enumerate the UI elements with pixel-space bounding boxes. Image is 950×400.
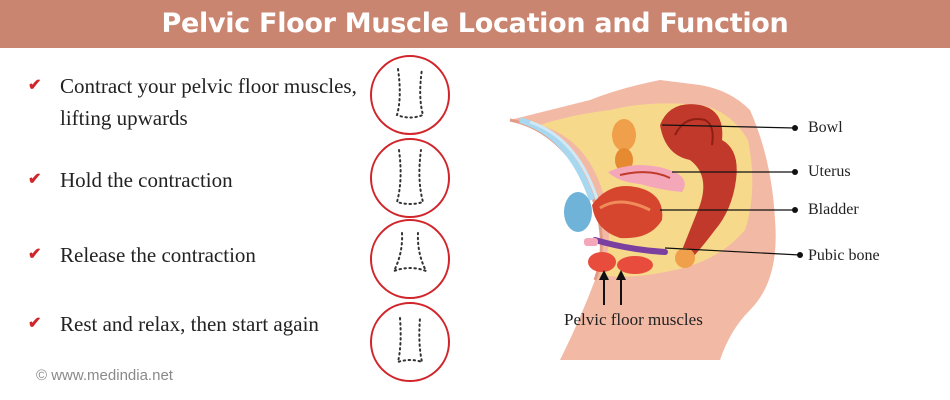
step-text: Contract your pelvic floor muscles, lift… <box>60 74 357 130</box>
copyright-text: © www.medindia.net <box>36 367 173 384</box>
label-pelvic-floor-muscles: Pelvic floor muscles <box>564 310 703 329</box>
page-title: Pelvic Floor Muscle Location and Functio… <box>161 8 789 39</box>
label-bladder: Bladder <box>808 201 859 218</box>
checkmark-icon: ✔ <box>28 246 42 263</box>
muscle-contract-diagram <box>370 55 450 135</box>
checkmark-icon: ✔ <box>28 315 42 332</box>
muscle-release-diagram <box>370 219 450 299</box>
title-bar <box>0 0 950 48</box>
checkmark-icon: ✔ <box>28 171 42 188</box>
step-text: Release the contraction <box>60 243 256 267</box>
step-text: Rest and relax, then start again <box>60 312 319 336</box>
checkmark-icon: ✔ <box>28 77 42 94</box>
muscle-rest-diagram <box>370 302 450 382</box>
muscle-hold-diagram <box>370 138 450 218</box>
label-pubic-bone: Pubic bone <box>808 247 880 264</box>
label-uterus: Uterus <box>808 163 851 180</box>
pelvic-anatomy-illustration <box>509 80 803 360</box>
label-bowl: Bowl <box>808 119 843 136</box>
step-text: Hold the contraction <box>60 168 233 192</box>
